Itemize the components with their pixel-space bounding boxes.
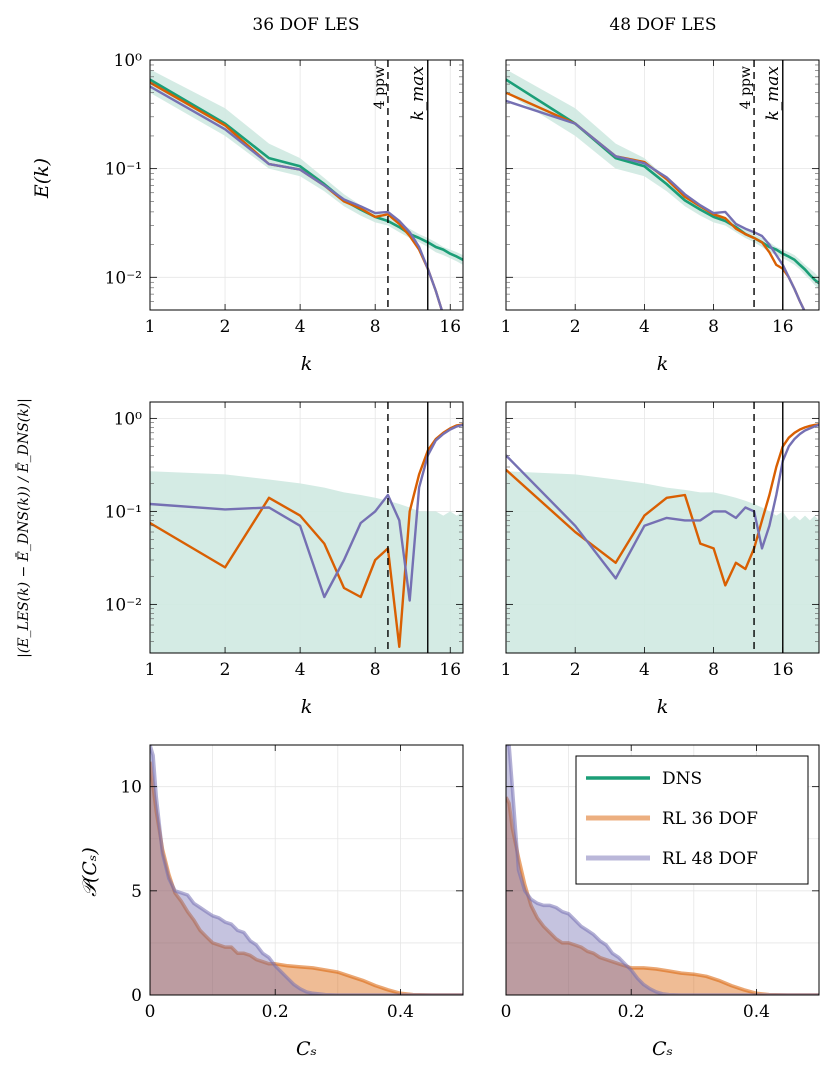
x-axis-label: k bbox=[301, 696, 313, 718]
x-tick-label: 2 bbox=[220, 660, 231, 680]
kmax-label: k_max bbox=[763, 66, 783, 121]
axes-frame bbox=[149, 401, 464, 654]
x-tick-label: 8 bbox=[708, 660, 719, 680]
error-48-panel: 1 2 4 8 16 k bbox=[501, 401, 820, 718]
x-tick-label: 0 bbox=[145, 1002, 156, 1022]
line-rl-48-dof bbox=[150, 423, 463, 602]
line-rl-36-dof bbox=[506, 91, 806, 310]
x-axis-label: k bbox=[301, 353, 313, 375]
area-rl-36-dof bbox=[150, 761, 463, 995]
x-axis-label: Cₛ bbox=[296, 1038, 317, 1060]
y-tick-label: 10⁰ bbox=[114, 51, 143, 71]
x-tick-label: 8 bbox=[370, 660, 381, 680]
line-rl-36-dof bbox=[150, 761, 463, 995]
area-rl-36-dof bbox=[506, 797, 819, 995]
x-tick-label: 0 bbox=[501, 1002, 512, 1022]
x-tick-label: 8 bbox=[708, 317, 719, 337]
line-rl-48-dof bbox=[150, 745, 463, 995]
y-tick-label: 10⁰ bbox=[114, 409, 143, 429]
x-tick-label: 0.4 bbox=[387, 1002, 414, 1022]
line-rl-48-dof bbox=[506, 99, 806, 310]
legend-dns-label: DNS bbox=[662, 769, 702, 789]
axes-frame bbox=[149, 59, 464, 311]
x-tick-label: 2 bbox=[570, 660, 581, 680]
line-dns bbox=[150, 78, 463, 261]
x-tick-label: 16 bbox=[772, 660, 794, 680]
line-rl-36-dof bbox=[506, 796, 819, 995]
line-rl-48-dof bbox=[506, 745, 819, 995]
x-tick-label: 8 bbox=[370, 317, 381, 337]
column-title-48: 48 DOF LES bbox=[609, 15, 716, 35]
x-tick-label: 1 bbox=[501, 317, 512, 337]
energy-48-panel: 4 ppw k_max 1 2 4 8 16 k bbox=[501, 59, 820, 375]
error-36-panel: 1 2 4 8 16 10⁰ 10⁻¹ 10⁻² k bbox=[105, 401, 464, 718]
x-tick-label: 2 bbox=[220, 317, 231, 337]
x-tick-label: 4 bbox=[639, 660, 650, 680]
axes-frame bbox=[505, 744, 820, 996]
dns-band bbox=[506, 471, 819, 653]
x-tick-label: 0.2 bbox=[618, 1002, 645, 1022]
kmax-label: k_max bbox=[408, 66, 428, 121]
x-tick-label: 0.4 bbox=[743, 1002, 770, 1022]
x-axis-label: k bbox=[657, 353, 669, 375]
ppw-label: 4 ppw bbox=[372, 66, 388, 109]
x-axis-label: k bbox=[657, 696, 669, 718]
y-tick-label: 10⁻² bbox=[105, 268, 142, 288]
x-tick-label: 1 bbox=[501, 660, 512, 680]
energy-36-panel: 4 ppw k_max 1 2 4 8 16 10⁰ 10⁻¹ 10⁻² k bbox=[105, 51, 464, 375]
axes-frame bbox=[505, 59, 820, 311]
y-tick-label: 5 bbox=[131, 882, 142, 902]
axes-frame bbox=[505, 401, 820, 654]
column-title-36: 36 DOF LES bbox=[252, 15, 359, 35]
area-rl-48-dof bbox=[506, 745, 819, 995]
x-axis-label: Cₛ bbox=[652, 1038, 673, 1060]
legend: DNS RL 36 DOF RL 48 DOF bbox=[575, 755, 809, 885]
x-tick-label: 4 bbox=[295, 660, 306, 680]
y-tick-label: 10 bbox=[120, 778, 142, 798]
legend-rl36-label: RL 36 DOF bbox=[662, 809, 758, 829]
x-tick-label: 16 bbox=[772, 317, 794, 337]
y-tick-label: 0 bbox=[131, 986, 142, 1006]
error-ylabel: |(E_LES(k) − Ē_DNS(k)) / Ē_DNS(k)| bbox=[14, 398, 32, 658]
pdf-ylabel: 𝒫(Cₛ) bbox=[79, 847, 101, 896]
axes-frame bbox=[149, 744, 464, 996]
x-tick-label: 16 bbox=[439, 660, 461, 680]
dns-band bbox=[150, 471, 463, 653]
y-tick-label: 10⁻¹ bbox=[105, 502, 142, 522]
area-rl-48-dof bbox=[150, 745, 463, 995]
energy-ylabel: E(k) bbox=[31, 158, 53, 199]
x-tick-label: 1 bbox=[145, 317, 156, 337]
line-rl-48-dof bbox=[150, 85, 444, 310]
x-tick-label: 4 bbox=[639, 317, 650, 337]
x-tick-label: 2 bbox=[570, 317, 581, 337]
x-tick-label: 16 bbox=[439, 317, 461, 337]
y-tick-label: 10⁻² bbox=[105, 595, 142, 615]
y-tick-label: 10⁻¹ bbox=[105, 160, 142, 180]
x-tick-label: 1 bbox=[145, 660, 156, 680]
legend-rl48-label: RL 48 DOF bbox=[662, 849, 758, 869]
x-tick-label: 0.2 bbox=[262, 1002, 289, 1022]
x-tick-label: 4 bbox=[295, 317, 306, 337]
ppw-label: 4 ppw bbox=[738, 66, 754, 109]
